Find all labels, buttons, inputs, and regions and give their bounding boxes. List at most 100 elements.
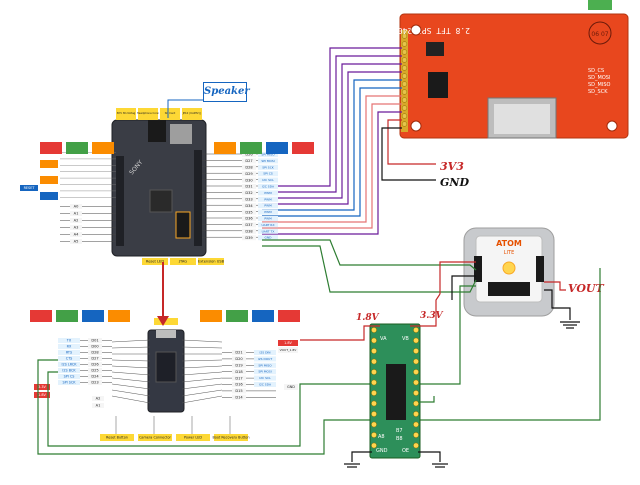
main-right-signal: PWM	[264, 204, 272, 208]
ext-left-signal: RX	[67, 345, 72, 349]
ext-board-chip	[155, 351, 177, 383]
wire-purple-1	[262, 47, 402, 187]
wire-pink-2	[262, 103, 402, 229]
shifter-pin	[413, 400, 419, 407]
ext-fan-line	[181, 359, 223, 362]
ext-left-analog-bg	[92, 403, 104, 408]
main-right-signal-bg	[258, 177, 278, 183]
ext-bottom-label-bg	[214, 434, 248, 441]
ext-right-signal: I2S DIN	[259, 351, 270, 355]
lcd-header-pin	[401, 89, 408, 95]
wire-black-atom	[451, 275, 476, 300]
ext-right-dpin-bg	[232, 362, 246, 368]
main-left-pin-bg	[70, 218, 82, 223]
label-vout: VOUT	[568, 282, 605, 295]
ext-right-signal-bg	[254, 362, 276, 368]
shifter-pin	[413, 421, 419, 428]
ext-bottom-label: Boot Recovery Button	[212, 436, 249, 440]
wire-blue-2	[262, 87, 402, 217]
main-left-pin: A1	[74, 212, 79, 216]
ext-right-dpin-bg	[232, 382, 246, 387]
ext-right-gnd-bg	[284, 384, 298, 390]
ext-right-signal-bg	[254, 375, 276, 381]
shifter-gnd: GND	[376, 448, 388, 454]
level-shifter-board: VA VB A8 B7 B8 GND OE	[369, 323, 421, 459]
ext-left-rail-bg	[34, 384, 50, 390]
atom-wires	[37, 239, 601, 455]
main-board-chip	[149, 189, 173, 213]
main-right-pin-bg	[242, 152, 256, 157]
sd-pin-label: SD_MISO	[588, 82, 610, 88]
ext-fan-line	[111, 371, 151, 376]
ext-left-dpin-bg	[88, 368, 102, 373]
main-left-pin: A0	[74, 205, 79, 209]
lcd-header-pin	[401, 105, 408, 111]
main-left-legend-tag-bg	[92, 142, 114, 154]
ext-right-dpin-bg	[232, 388, 246, 394]
ext-right-signal: SPI MOSI	[258, 370, 271, 374]
wire-blue-1	[262, 79, 402, 211]
shifter-pin	[371, 327, 377, 333]
main-board-right-legend	[214, 142, 314, 154]
ext-left-dpin: D24	[91, 375, 99, 379]
ext-left-signal-bg	[58, 362, 80, 367]
main-right-legend-tag-bg	[292, 142, 314, 154]
main-left-pin-bg	[70, 225, 82, 230]
main-right-signal-bg	[258, 222, 278, 228]
ext-right-dpin-bg	[232, 350, 246, 355]
lcd-header-pin	[401, 41, 408, 47]
ground-symbol-right	[432, 463, 448, 468]
lcd-header-pin	[401, 97, 408, 103]
ext-right-dpin: D16	[235, 383, 243, 387]
main-right-signal-bg	[258, 216, 278, 221]
ext-fan-line	[181, 395, 223, 404]
main-right-pin: D26	[245, 153, 253, 157]
lcd-stamp-text: 06 07	[591, 31, 608, 38]
ext-fan-line	[111, 389, 151, 397]
ext-fan-line	[111, 395, 151, 404]
ext-left-signal: CTS	[66, 357, 73, 361]
main-left-legend-tag-bg	[40, 160, 58, 168]
main-top-label: Headphone Conn	[137, 111, 160, 115]
ext-left-signal: I2S BCK	[62, 369, 76, 373]
level-shifter-chip	[386, 364, 406, 420]
shifter-pin	[371, 390, 377, 396]
atom-lite-module: ATOM LITE	[463, 227, 555, 317]
shifter-pin	[413, 337, 419, 344]
ext-fan-line	[181, 346, 223, 349]
shifter-pin	[413, 390, 419, 396]
ext-bottom-label-bg	[100, 434, 134, 441]
shifter-pin	[413, 358, 419, 365]
ext-fan-line	[181, 389, 223, 397]
wire-purple-4	[262, 71, 402, 205]
main-right-pin: D36	[245, 217, 253, 221]
ext-right-signal-bg	[254, 382, 276, 387]
ext-left-signal-bg	[58, 338, 80, 343]
lcd-mount-hole	[410, 24, 422, 36]
label-1v8: 1.8V	[356, 313, 380, 323]
ext-fan-line	[111, 339, 151, 343]
main-right-pin: D29	[245, 172, 253, 176]
speaker-label: Speaker	[203, 82, 250, 102]
shifter-pin	[413, 348, 419, 354]
ext-right-dpin-bg	[232, 369, 246, 375]
ext-bottom-label-bg	[138, 434, 172, 441]
main-right-signal: SPI CS	[263, 172, 273, 176]
ext-left-signal-bg	[58, 344, 80, 349]
main-right-pin-bg	[242, 235, 256, 241]
main-right-signal: UART RX	[261, 223, 274, 227]
ext-left-dpin: D00	[91, 345, 99, 349]
main-right-pin: D31	[245, 185, 252, 189]
shifter-pin	[371, 421, 377, 428]
ext-left-signal: SPI SCK	[62, 381, 76, 385]
main-right-pin: D32	[245, 191, 252, 195]
main-reset-tag-bg	[20, 185, 38, 191]
lcd-mount-hole	[606, 120, 618, 132]
main-right-signal-bg	[258, 235, 278, 241]
atom-side-pins-right	[536, 256, 544, 282]
